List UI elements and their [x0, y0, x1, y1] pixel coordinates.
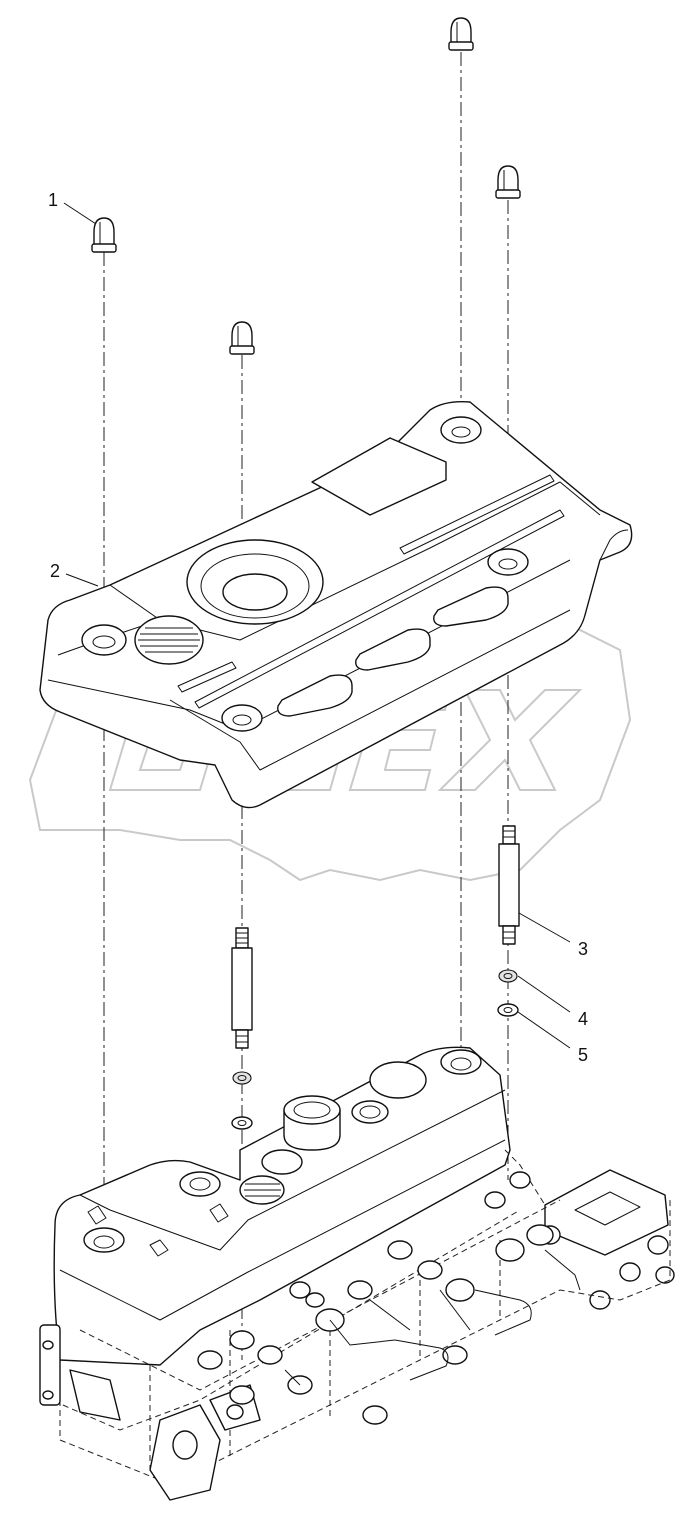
cylinder-head-assembly [39, 1046, 675, 1501]
injector-ports [197, 1171, 554, 1425]
acorn-nut [229, 321, 255, 355]
acorn-nut [495, 165, 521, 199]
leader-lines [63, 202, 571, 1049]
acorn-nut [448, 17, 474, 51]
washer [231, 1116, 253, 1130]
callout-4: 4 [578, 1009, 588, 1029]
washer [497, 1003, 519, 1017]
hex-nut [498, 969, 518, 983]
stud [231, 927, 253, 1049]
callout-2: 2 [50, 561, 60, 581]
valve-cover [39, 400, 633, 809]
callout-3: 3 [578, 939, 588, 959]
callout-1: 1 [48, 190, 58, 210]
stud [498, 825, 520, 945]
breather-grille [138, 627, 200, 653]
acorn-nut [91, 217, 117, 253]
hex-nut [232, 1071, 252, 1085]
callout-5: 5 [578, 1045, 588, 1065]
